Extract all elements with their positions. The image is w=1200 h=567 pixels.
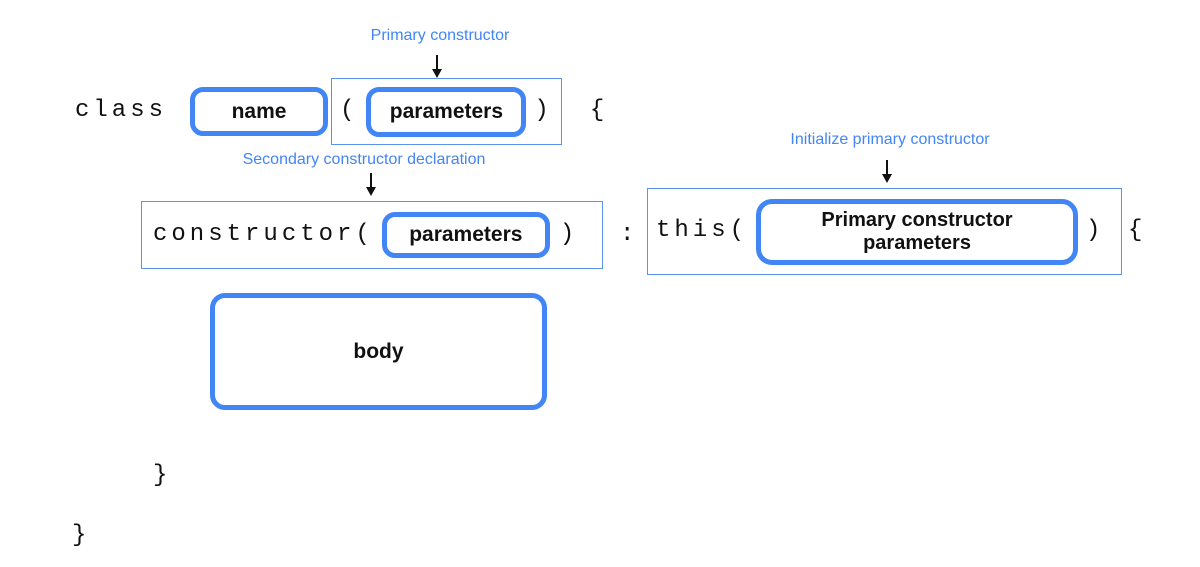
secondary-parameters-slot-label: parameters (409, 223, 523, 246)
close-paren: ) (534, 97, 553, 125)
class-keyword: class (75, 97, 168, 125)
secondary-open-brace: { (1128, 217, 1147, 245)
primary-constructor-group: ( parameters ) (331, 78, 562, 145)
close-paren: ) (559, 220, 579, 248)
annotation-primary-constructor: Primary constructor (370, 27, 510, 44)
body-slot-label: body (353, 339, 404, 363)
constructor-keyword: constructor( (153, 220, 374, 248)
parameters-slot: parameters (366, 86, 527, 137)
name-slot-label: name (231, 99, 287, 123)
annotation-secondary-constructor: Secondary constructor declaration (242, 151, 486, 168)
arrow-shaft (436, 55, 438, 69)
arrow-head (432, 69, 442, 78)
body-slot: body (210, 293, 547, 410)
arrow-shaft (370, 173, 372, 187)
colon-glyph: : (620, 220, 639, 248)
down-arrow-icon (366, 173, 376, 196)
arrow-head (882, 174, 892, 183)
colon-separator: : (620, 201, 638, 269)
class-open-brace: { (589, 97, 609, 125)
primary-parameters-slot-label: Primary constructor parameters (821, 208, 1013, 254)
down-arrow-icon (432, 55, 442, 78)
secondary-constructor-group: constructor( parameters ) (141, 201, 603, 269)
close-paren: ) (1086, 217, 1105, 245)
down-arrow-icon (882, 160, 892, 183)
initialize-primary-group: this( Primary constructor parameters ) (647, 188, 1122, 275)
primary-parameters-slot: Primary constructor parameters (756, 198, 1079, 265)
open-paren: ( (340, 97, 359, 125)
arrow-head (366, 187, 376, 196)
secondary-close-brace: } (153, 462, 172, 489)
name-slot: name (190, 87, 329, 136)
arrow-shaft (886, 160, 888, 174)
class-declaration-row: class name ( parameters ) { (75, 78, 608, 145)
class-close-brace: } (72, 522, 91, 549)
this-keyword: this( (656, 217, 749, 245)
secondary-parameters-slot: parameters (381, 212, 550, 258)
parameters-slot-label: parameters (389, 99, 504, 123)
annotation-initialize-primary: Initialize primary constructor (790, 131, 990, 148)
delegation-row: this( Primary constructor parameters ) { (647, 188, 1146, 275)
